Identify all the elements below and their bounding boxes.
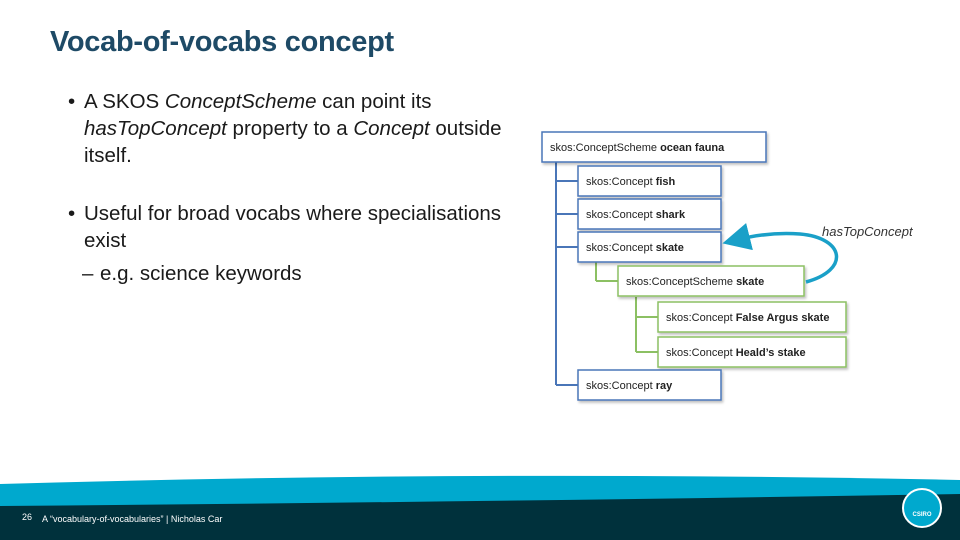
diagram-box-rect [577,198,722,230]
bullet-list: • A SKOS ConceptScheme can point its has… [64,88,504,287]
diagram-box: skos:Concept ray [577,369,722,401]
concept-scheme-diagram: skos:ConceptScheme ocean faunaskos:Conce… [541,131,914,401]
diagram-box: skos:Concept shark [577,198,722,230]
diagram-box-name: ray [656,380,673,392]
bullet-dot: • [68,202,76,225]
diagram-box-label: skos:Concept False Argus skate [666,312,829,324]
diagram-box: skos:ConceptScheme ocean fauna [541,131,767,163]
diagram-box-name: ocean fauna [660,142,725,154]
footer-dark [0,494,960,540]
bullet-1-em-hastopconcept: hasTopConcept [84,117,227,140]
logo-text: CSIRO [912,512,932,518]
diagram-box-rect [577,165,722,197]
diagram-box-type: skos:Concept [666,347,736,359]
diagram-box-name: skate [736,276,764,288]
diagram-box-rect [577,231,722,263]
diagram-box-type: skos:ConceptScheme [550,142,660,154]
diagram-box-name: False Argus skate [736,312,830,324]
sub-bullet-text: e.g. science keywords [100,262,302,285]
diagram-box: skos:Concept skate [577,231,722,263]
sub-bullet: – e.g. science keywords [64,260,504,287]
diagram-box: skos:Concept fish [577,165,722,197]
diagram-box-name: Heald’s stake [736,347,806,359]
bullet-1-text-b: can point its [316,90,432,113]
diagram-box-type: skos:Concept [586,209,656,221]
has-top-concept-label: hasTopConcept [822,224,914,239]
footer-band [0,475,960,540]
bullet-1-em-conceptscheme: ConceptScheme [164,90,317,113]
bullet-1-text-a: A SKOS [84,90,165,113]
bullet-2: • Useful for broad vocabs where speciali… [64,200,504,254]
diagram-box-rect [657,301,847,333]
footer-text: A “vocabulary-of-vocabularies” | Nichola… [42,514,223,524]
has-top-concept-arrow [722,223,839,284]
slide-title: Vocab-of-vocabs concept [50,26,394,58]
diagram-box-label: skos:Concept fish [586,176,676,188]
diagram-box-type: skos:Concept [666,312,736,324]
diagram-box-label: skos:Concept ray [586,380,673,392]
sub-bullet-dash: – [82,262,94,285]
csiro-logo: CSIRO [902,488,942,528]
diagram-box-rect [617,265,805,297]
bullet-1-text-c: property to a [226,117,354,140]
bullet-2-text: Useful for broad vocabs where specialisa… [84,202,502,252]
bullet-1: • A SKOS ConceptScheme can point its has… [64,88,504,169]
bullet-1-text-d: outside itself. [84,117,502,167]
diagram-box-rect [541,131,767,163]
diagram-box-name: shark [656,209,686,221]
diagram-box-type: skos:Concept [586,176,656,188]
diagram-box-label: skos:ConceptScheme ocean fauna [550,142,725,154]
page-number: 26 [22,512,33,522]
diagram-box-name: fish [656,176,676,188]
diagram-box: skos:Concept Heald’s stake [657,336,847,368]
diagram-box-label: skos:Concept Heald’s stake [666,347,806,359]
diagram-box: skos:Concept False Argus skate [657,301,847,333]
bullet-dot: • [68,90,76,113]
diagram-box-name: skate [656,242,684,254]
diagram-box-label: skos:Concept shark [586,209,686,221]
diagram-box-rect [657,336,847,368]
diagram-box-type: skos:ConceptScheme [626,276,736,288]
diagram-box: skos:ConceptScheme skate [617,265,805,297]
diagram-box-rect [577,369,722,401]
diagram-box-type: skos:Concept [586,242,656,254]
diagram-box-label: skos:Concept skate [586,242,684,254]
diagram-box-type: skos:Concept [586,380,656,392]
diagram-box-label: skos:ConceptScheme skate [626,276,764,288]
bullet-1-em-concept: Concept [353,117,430,140]
